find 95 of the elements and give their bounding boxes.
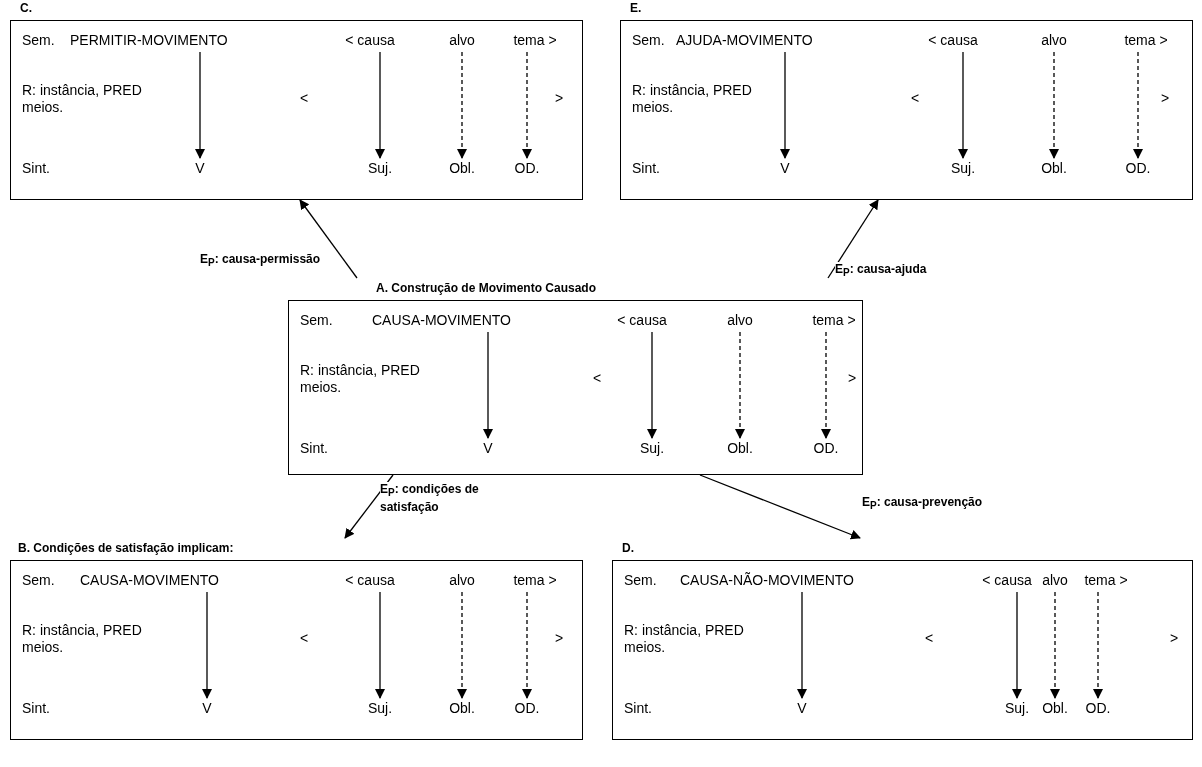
- arrow: [299, 199, 358, 279]
- predicate-label: PERMITIR-MOVIMENTO: [70, 32, 228, 49]
- angle-bracket: <: [925, 630, 934, 647]
- role-label: tema >: [513, 32, 557, 49]
- row-label: Sint.: [632, 160, 660, 177]
- arrow: [647, 331, 657, 439]
- dashed-arrow: [1133, 51, 1143, 159]
- predicate-label: CAUSA-NÃO-MOVIMENTO: [680, 572, 854, 589]
- role-label: alvo: [1041, 32, 1067, 49]
- construction-box: [10, 0, 583, 200]
- row-label: Sint.: [22, 160, 50, 177]
- dashed-arrow: [735, 331, 745, 439]
- box-heading: A. Construção de Movimento Causado: [376, 280, 597, 297]
- syntax-label: OD.: [1085, 700, 1111, 717]
- arrow: [375, 591, 385, 699]
- angle-bracket: <: [593, 370, 602, 387]
- box-heading: D.: [622, 540, 634, 557]
- predicate-label: CAUSA-MOVIMENTO: [372, 312, 511, 329]
- angle-bracket: >: [555, 90, 564, 107]
- role-label: alvo: [449, 572, 475, 589]
- syntax-label: Suj.: [367, 700, 393, 717]
- syntax-label: OD.: [514, 700, 540, 717]
- arrow: [483, 331, 493, 439]
- box-heading: C.: [20, 0, 32, 17]
- syntax-label: V: [202, 700, 212, 717]
- role-label: < causa: [928, 32, 978, 49]
- syntax-label: Obl.: [1042, 700, 1068, 717]
- role-label: tema >: [513, 572, 557, 589]
- syntax-label: V: [483, 440, 493, 457]
- dashed-arrow: [457, 591, 467, 699]
- role-label: tema >: [812, 312, 856, 329]
- dashed-arrow: [821, 331, 831, 439]
- syntax-label: OD.: [1125, 160, 1151, 177]
- role-label: tema >: [1084, 572, 1128, 589]
- syntax-label: Obl.: [449, 700, 475, 717]
- dashed-arrow: [522, 51, 532, 159]
- role-label: < causa: [345, 32, 395, 49]
- row-label: Sint.: [300, 440, 328, 457]
- role-label: < causa: [982, 572, 1032, 589]
- arrow: [827, 199, 879, 279]
- arrow: [375, 51, 385, 159]
- predicate-label: CAUSA-MOVIMENTO: [80, 572, 219, 589]
- row-label: Sem.: [300, 312, 333, 329]
- angle-bracket: <: [300, 90, 309, 107]
- arrow: [202, 591, 212, 699]
- row-label: Sint.: [624, 700, 652, 717]
- box-heading: B. Condições de satisfação implicam:: [18, 540, 234, 557]
- syntax-label: V: [780, 160, 790, 177]
- angle-bracket: >: [555, 630, 564, 647]
- dashed-arrow: [1049, 51, 1059, 159]
- role-label: < causa: [617, 312, 667, 329]
- row-label: R: instância, PRED meios.: [300, 362, 421, 396]
- row-label: R: instância, PRED meios.: [632, 82, 753, 116]
- row-label: Sint.: [22, 700, 50, 717]
- role-label: alvo: [1042, 572, 1068, 589]
- syntax-label: V: [195, 160, 205, 177]
- role-label: alvo: [727, 312, 753, 329]
- syntax-label: Suj.: [367, 160, 393, 177]
- box-heading: E.: [630, 0, 642, 17]
- syntax-label: Obl.: [1041, 160, 1067, 177]
- dashed-arrow: [1050, 591, 1060, 699]
- arrow: [699, 474, 861, 540]
- dashed-arrow: [1093, 591, 1103, 699]
- row-label: Sem.: [624, 572, 657, 589]
- syntax-label: Obl.: [727, 440, 753, 457]
- predicate-label: AJUDA-MOVIMENTO: [676, 32, 813, 49]
- role-label: < causa: [345, 572, 395, 589]
- syntax-label: Suj.: [639, 440, 665, 457]
- arrow: [780, 51, 790, 159]
- row-label: R: instância, PRED meios.: [624, 622, 745, 656]
- role-label: tema >: [1124, 32, 1168, 49]
- syntax-label: OD.: [813, 440, 839, 457]
- angle-bracket: <: [300, 630, 309, 647]
- row-label: Sem.: [632, 32, 665, 49]
- row-label: Sem.: [22, 32, 55, 49]
- angle-bracket: >: [1161, 90, 1170, 107]
- role-label: alvo: [449, 32, 475, 49]
- construction-box: [620, 0, 1193, 200]
- arrow: [958, 51, 968, 159]
- angle-bracket: >: [848, 370, 857, 387]
- row-label: R: instância, PRED meios.: [22, 82, 143, 116]
- row-label: R: instância, PRED meios.: [22, 622, 143, 656]
- syntax-label: Suj.: [1004, 700, 1030, 717]
- arrow: [797, 591, 807, 699]
- dashed-arrow: [522, 591, 532, 699]
- syntax-label: OD.: [514, 160, 540, 177]
- dashed-arrow: [457, 51, 467, 159]
- angle-bracket: <: [911, 90, 920, 107]
- angle-bracket: >: [1170, 630, 1179, 647]
- row-label: Sem.: [22, 572, 55, 589]
- arrow: [195, 51, 205, 159]
- arrow: [1012, 591, 1022, 699]
- syntax-label: V: [797, 700, 807, 717]
- syntax-label: Suj.: [950, 160, 976, 177]
- syntax-label: Obl.: [449, 160, 475, 177]
